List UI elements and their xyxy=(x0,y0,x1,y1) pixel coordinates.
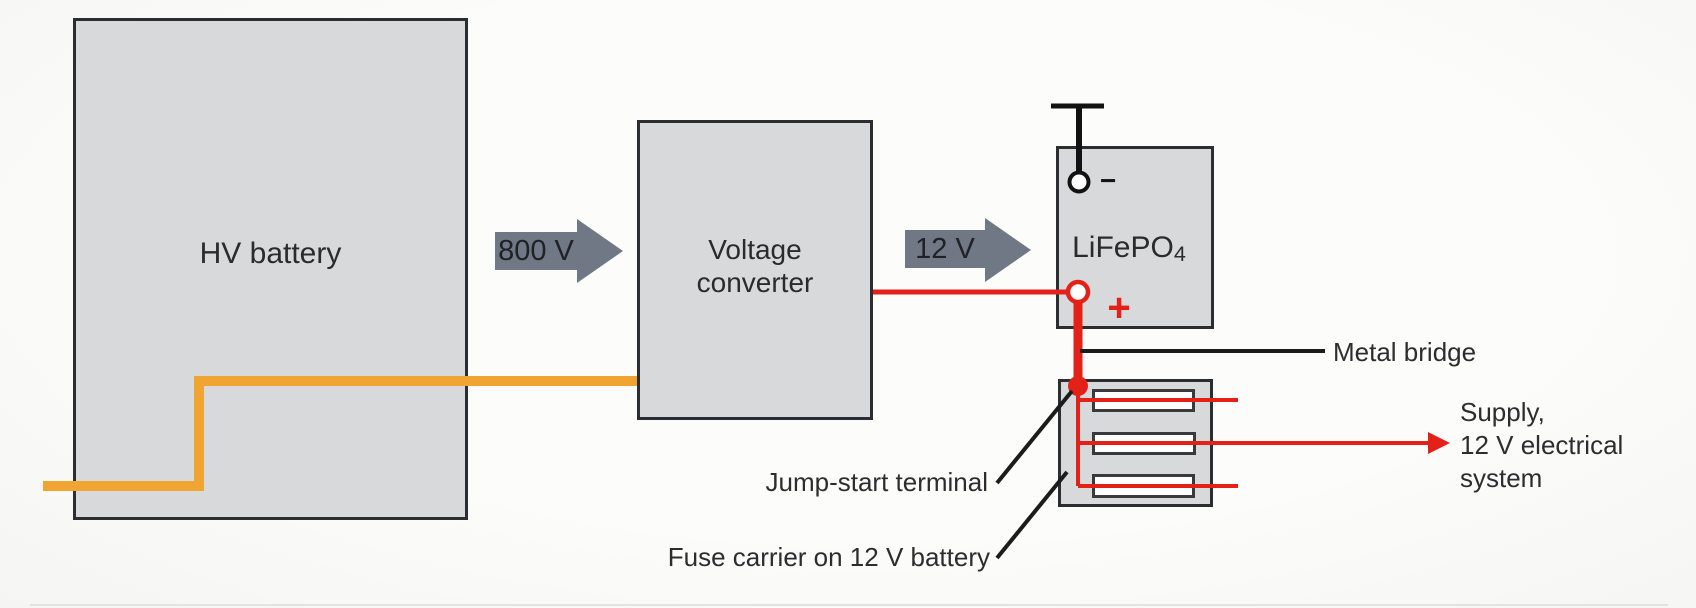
arrow-12v-shape xyxy=(905,218,1031,282)
voltage-converter-label-line2: converter xyxy=(696,267,814,298)
voltage-converter-box: Voltage converter xyxy=(637,120,873,420)
lifepo4-label-subscript: 4 xyxy=(1173,240,1186,266)
arrow-800v-label: 800 V xyxy=(498,235,574,267)
minus-terminal-symbol: − xyxy=(1100,165,1117,196)
jump-start-pointer-line xyxy=(995,389,1074,485)
fuse-carrier-pointer-line xyxy=(995,470,1069,560)
jump-start-terminal-ring xyxy=(1065,279,1091,305)
lifepo4-label: LiFePO4 xyxy=(1059,231,1211,271)
hv-battery-box: HV battery xyxy=(73,18,468,520)
metal-bridge-label: Metal bridge xyxy=(1333,337,1477,367)
supply-label-line2: 12 V electrical xyxy=(1460,430,1624,460)
voltage-converter-label-line1: Voltage xyxy=(708,234,802,265)
supply-arrowhead xyxy=(1428,432,1450,454)
plus-terminal-symbol: + xyxy=(1107,286,1131,330)
supply-label: Supply, 12 V electrical system xyxy=(1460,396,1623,495)
supply-label-line1: Supply, xyxy=(1460,397,1545,427)
jump-start-terminal-label: Jump-start terminal xyxy=(765,467,989,497)
fuse-junction-dot xyxy=(1068,376,1088,396)
arrow-12v-label: 12 V xyxy=(915,233,975,265)
lifepo4-label-text: LiFePO xyxy=(1072,231,1174,264)
supply-label-line3: system xyxy=(1460,463,1543,493)
hv-cable-orange xyxy=(43,376,637,491)
hv-battery-label: HV battery xyxy=(199,237,342,270)
minus-terminal-ring xyxy=(1067,170,1091,194)
arrow-800v-shape xyxy=(495,219,623,283)
voltage-converter-label: Voltage converter xyxy=(640,233,870,299)
fuse-carrier-label: Fuse carrier on 12 V battery xyxy=(667,542,990,572)
